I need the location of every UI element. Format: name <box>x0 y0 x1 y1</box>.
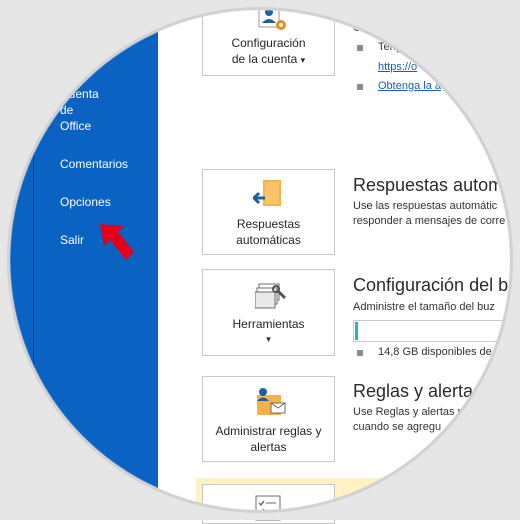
chevron-down-icon: ▾ <box>266 334 271 344</box>
account-bullet-text: Teng <box>378 41 402 53</box>
bullet-icon <box>357 350 363 356</box>
account-settings-button[interactable]: Configuración de la cuenta ▾ <box>202 0 335 76</box>
sidebar-item-options[interactable]: Opciones <box>60 195 111 209</box>
rules-alerts-icon <box>257 388 286 415</box>
mailbox-settings-description: Administre el tamaño del buz <box>353 301 495 313</box>
automatic-replies-title: Respuestas autom <box>353 175 504 195</box>
tools-button[interactable]: Herramientas ▾ <box>202 269 335 356</box>
mailbox-storage-fill <box>355 322 358 340</box>
sidebar-item-feedback[interactable]: Comentarios <box>60 157 129 171</box>
bullet-icon <box>357 84 363 90</box>
partial-tile-button[interactable] <box>202 484 335 524</box>
bullet-icon <box>357 45 363 51</box>
account-settings-label-line2: de la cuenta <box>231 52 298 66</box>
mailbox-settings-title: Configuración del b <box>353 275 509 295</box>
chevron-down-icon: ▾ <box>300 55 306 65</box>
red-arrow-annotation <box>100 224 134 260</box>
automatic-replies-icon <box>253 180 281 206</box>
mailbox-storage-bar <box>353 320 520 342</box>
account-settings-icon <box>258 3 286 30</box>
manage-rules-alerts-button[interactable]: Administrar reglas y alertas <box>202 376 335 462</box>
account-settings-label-line1: Configuración <box>231 36 306 50</box>
sidebar-divider <box>33 0 34 520</box>
account-info-text: Ca <box>353 22 368 34</box>
sidebar-item-office-account[interactable]: Cuenta de Office <box>60 87 99 133</box>
mailbox-free-space: 14,8 GB disponibles de <box>378 346 492 358</box>
automatic-replies-description: Use las respuestas automátic responder a… <box>353 200 506 227</box>
tools-label: Herramientas <box>232 317 305 331</box>
automatic-replies-label-line2: automáticas <box>236 233 301 247</box>
manage-rules-label-line1: Administrar reglas y <box>215 424 322 438</box>
sidebar-item-exit[interactable]: Salir <box>60 233 85 247</box>
account-url-link[interactable]: https://o <box>378 61 418 73</box>
account-settings-label-line2-wrap: de la cuenta ▾ <box>203 51 334 68</box>
tools-icon <box>255 283 287 309</box>
automatic-replies-label-line1: Respuestas <box>236 217 301 231</box>
automatic-replies-button[interactable]: Respuestas automáticas <box>202 169 335 255</box>
rules-alerts-title: Reglas y alertas <box>353 381 483 401</box>
checklist-icon <box>255 495 281 521</box>
manage-rules-label-line2: alertas <box>250 440 287 454</box>
get-app-link[interactable]: Obtenga la a <box>378 80 441 92</box>
rules-alerts-description: Use Reglas y alertas p cuando se agregu <box>353 406 464 433</box>
